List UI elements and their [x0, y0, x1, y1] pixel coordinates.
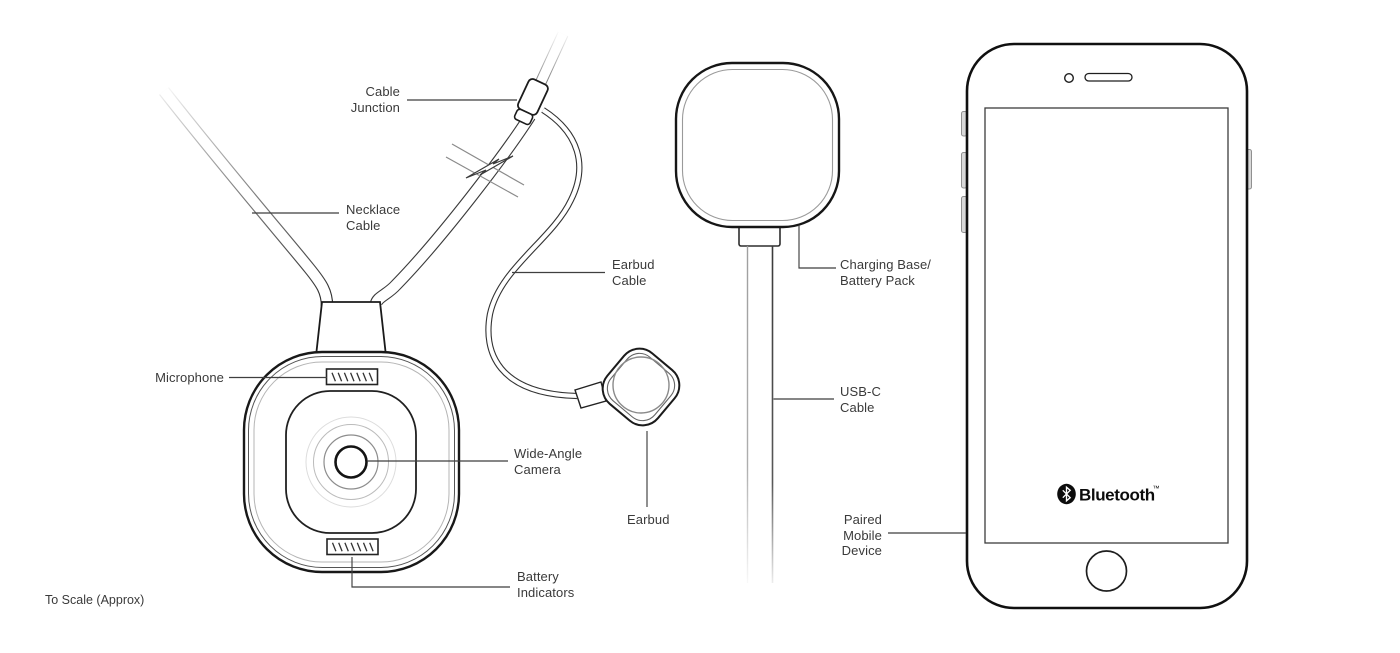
battery-indicators-grille: [326, 538, 379, 556]
leader-battery-indicators: [351, 557, 510, 588]
necklace-cable-stub: [534, 31, 569, 87]
necklace-cable-right: [369, 112, 536, 306]
earbud-speaker-ring: [612, 356, 670, 414]
pendant-neck-connector: [314, 301, 388, 357]
bluetooth-rune-icon: [1062, 485, 1072, 503]
label-earbud-cable: Earbud Cable: [612, 257, 655, 288]
cable-junction: [513, 78, 549, 126]
charging-base-assembly: [674, 61, 841, 583]
bluetooth-wordmark: Bluetooth: [1079, 486, 1155, 505]
phone-screen: [984, 107, 1229, 544]
cable-break-mark: [445, 143, 525, 198]
front-camera: [1063, 72, 1074, 83]
bluetooth-tm: ™: [1153, 486, 1160, 493]
label-charging-base: Charging Base/ Battery Pack: [840, 257, 932, 288]
wide-angle-camera-lens: [305, 416, 397, 508]
earbud-connector: [574, 381, 607, 409]
usb-c-cable: [746, 246, 774, 583]
label-cable-junction: Cable Junction: [350, 84, 400, 115]
label-battery-indicators: Battery Indicators: [517, 569, 575, 600]
label-microphone: Microphone: [155, 370, 224, 385]
label-wide-angle-camera: Wide-Angle Camera: [514, 446, 583, 477]
label-paired-mobile-device: Paired Mobile Device: [841, 512, 882, 558]
label-necklace-cable: Necklace Cable: [346, 202, 401, 233]
home-button: [1085, 550, 1128, 592]
earbud-cable: [485, 107, 583, 400]
bluetooth-logo: Bluetooth ™: [1057, 483, 1160, 505]
leader-lines: [229, 99, 966, 588]
necklace-cable-left: [159, 87, 334, 307]
charging-base-body: [674, 61, 841, 229]
earbud-body: [601, 347, 681, 427]
phone: Bluetooth ™: [961, 42, 1252, 610]
microphone-grille: [325, 368, 379, 386]
label-usb-c-cable: USB-C Cable: [840, 384, 881, 415]
scale-note: To Scale (Approx): [45, 593, 145, 607]
earpiece-speaker: [1084, 72, 1133, 82]
leader-charging-base: [798, 225, 836, 269]
earbud-assembly: [574, 347, 681, 427]
label-earbud: Earbud: [627, 512, 670, 527]
